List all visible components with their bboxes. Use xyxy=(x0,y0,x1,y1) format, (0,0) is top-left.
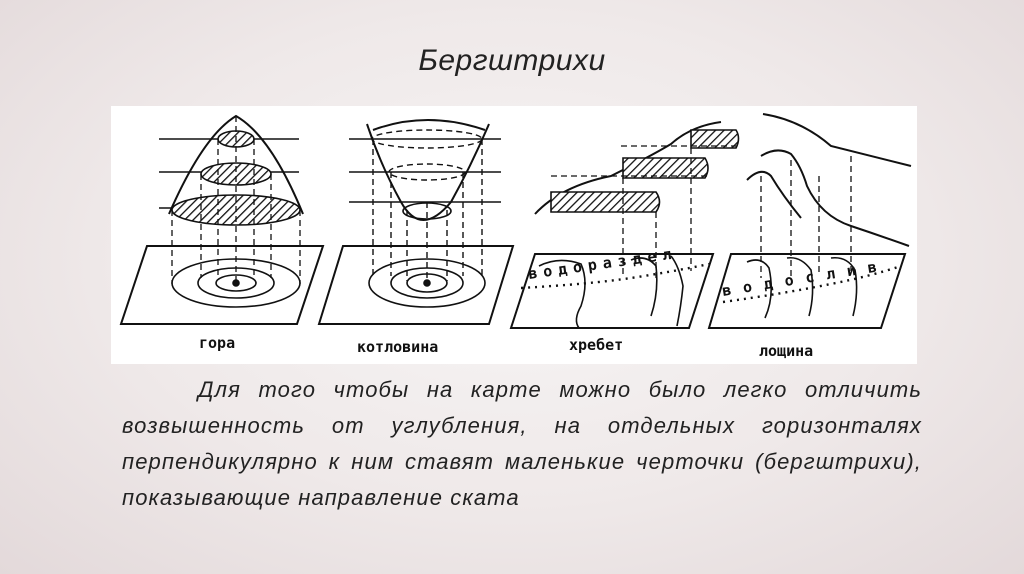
description-paragraph: Для того чтобы на карте можно было легко… xyxy=(122,372,922,516)
description-text: Для того чтобы на карте можно было легко… xyxy=(122,377,922,510)
label-ridge: хребет xyxy=(569,336,623,354)
label-hollow: лощина xyxy=(759,342,813,360)
hollow-line-text: водослив xyxy=(721,256,890,300)
relief-forms-figure: водораздел водослив гора котловина хребе… xyxy=(111,106,917,364)
basin-diagram xyxy=(317,119,515,325)
label-mountain: гора xyxy=(199,334,235,352)
ridge-diagram xyxy=(509,121,740,329)
mountain-diagram xyxy=(119,114,325,325)
relief-forms-drawing: водораздел водослив гора котловина хребе… xyxy=(119,113,912,360)
label-basin: котловина xyxy=(357,338,438,356)
hollow-diagram xyxy=(707,113,912,329)
slide-title: Бергштрихи xyxy=(418,44,606,77)
